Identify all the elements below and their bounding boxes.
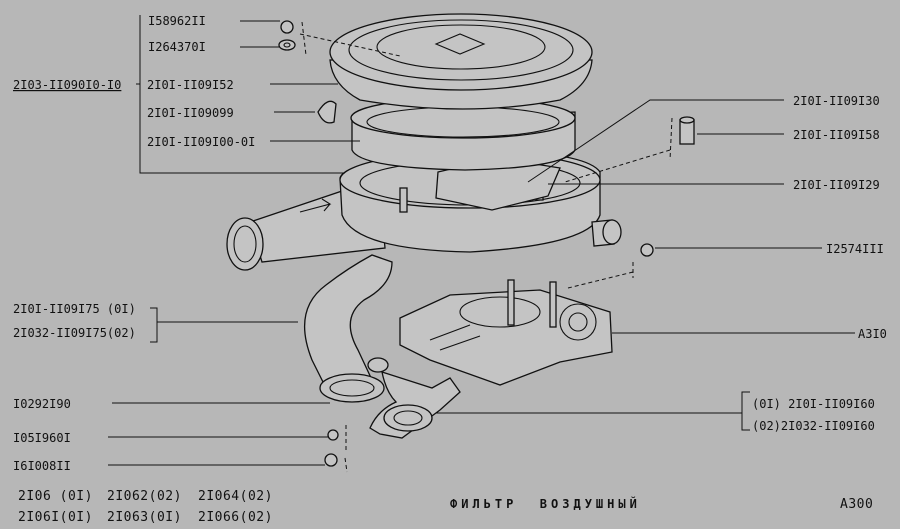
spacer-sleeve: [679, 116, 695, 145]
label-bracket-02: (02)2I032-II09I60: [752, 419, 875, 433]
label-125741: I2574III: [826, 242, 884, 256]
label-109158: 2I0I-II09I58: [793, 128, 880, 142]
model-code: 2I06I(0I): [18, 510, 93, 525]
model-code: 2I064(02): [198, 489, 273, 504]
clip-part: [317, 100, 337, 124]
model-code: 2I062(02): [107, 489, 182, 504]
nut-part-lower: [324, 453, 338, 467]
filter-element: [350, 97, 576, 171]
model-code: 2I06 (0I): [18, 489, 93, 504]
label-nut: I6I008II: [13, 459, 71, 473]
label-109100: 2I0I-II09I00-0I: [147, 135, 255, 149]
label-hose-02: 2I032-II09I75(02): [13, 326, 136, 340]
model-code: 2I066(02): [198, 510, 273, 525]
label-158962: I58962II: [148, 14, 206, 28]
label-clamp: I0292I90: [13, 397, 71, 411]
label-109129: 2I0I-II09I29: [793, 178, 880, 192]
model-code: 2I063(0I): [107, 510, 182, 525]
label-assembly: 2I03-II090I0-I0: [13, 78, 121, 92]
leader-lines: [108, 15, 855, 473]
top-nut-washer: [278, 20, 296, 51]
air-filter-drawing: [226, 13, 695, 467]
page-code: A300: [840, 497, 874, 512]
diagram-title: ФИЛЬТР ВОЗДУШНЫЙ: [450, 497, 641, 511]
callout-labels: I58962II I264370I 2I03-II090I0-I0 2I0I-I…: [13, 14, 887, 473]
bracket: [369, 371, 461, 439]
label-washer: I05I960I: [13, 431, 71, 445]
label-109099: 2I0I-II09099: [147, 106, 234, 120]
label-carb: A3I0: [858, 327, 887, 341]
label-109130: 2I0I-II09I30: [793, 94, 880, 108]
carburetor: [399, 279, 613, 386]
nut-part: [640, 243, 654, 257]
label-109152: 2I0I-II09I52: [147, 78, 234, 92]
filter-cover: [329, 13, 593, 110]
label-bracket-01: (0I) 2I0I-II09I60: [752, 397, 875, 411]
label-126437: I264370I: [148, 40, 206, 54]
label-hose-01: 2I0I-II09I75 (0I): [13, 302, 136, 316]
washer-part: [327, 429, 339, 441]
hose-clamp: [319, 357, 389, 403]
